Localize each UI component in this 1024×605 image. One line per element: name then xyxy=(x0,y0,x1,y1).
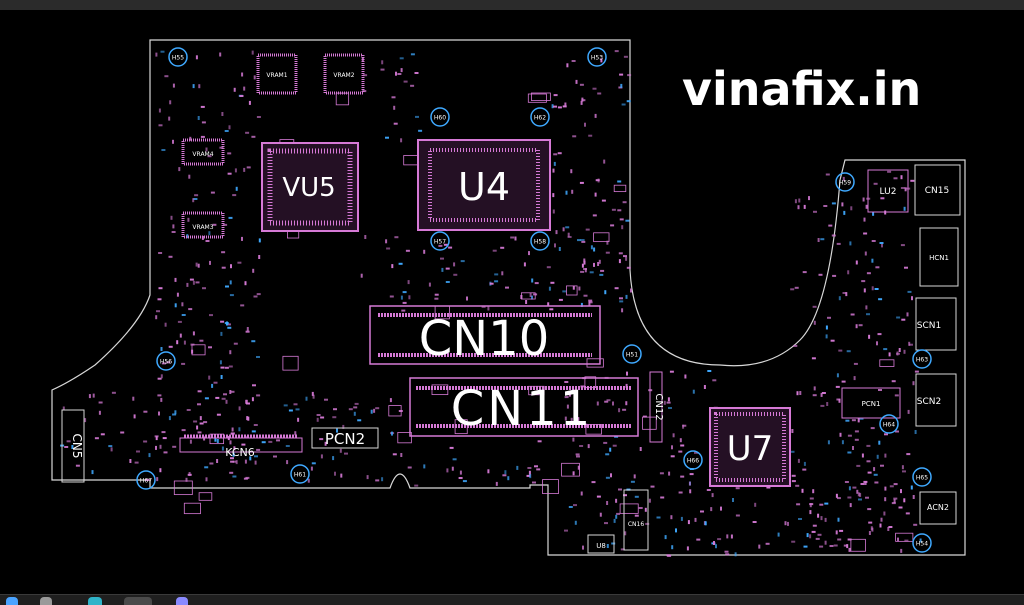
chrome-icon[interactable] xyxy=(124,597,152,605)
watermark: vinafix.in xyxy=(682,62,922,116)
mounting-hole-label: H56 xyxy=(160,359,172,366)
mounting-hole-h62[interactable] xyxy=(530,107,550,127)
title-bar xyxy=(0,0,1024,10)
connector-scn2[interactable]: SCN2 xyxy=(915,373,957,427)
mounting-hole-h67[interactable] xyxy=(136,470,156,490)
vram-1[interactable]: VRAM1 xyxy=(256,53,298,95)
search-icon[interactable] xyxy=(40,597,52,605)
cpu-u4[interactable]: U4 xyxy=(417,139,551,231)
chip-u7[interactable]: U7 xyxy=(709,407,791,487)
connector-cn10[interactable]: CN10 xyxy=(369,305,601,367)
start-icon[interactable] xyxy=(6,597,18,605)
svg-text:HCN1: HCN1 xyxy=(929,254,949,262)
connector-cn11[interactable]: CN11 xyxy=(409,377,639,437)
mounting-hole-h53[interactable] xyxy=(587,47,607,67)
mounting-hole-h56[interactable] xyxy=(156,351,176,371)
svg-text:LU2: LU2 xyxy=(880,187,897,197)
mounting-hole-label: H66 xyxy=(687,458,699,465)
vram-2[interactable]: VRAM2 xyxy=(323,53,365,95)
u7-label: U7 xyxy=(727,429,774,469)
vu5-label: VU5 xyxy=(282,173,335,203)
connector-pcn2[interactable]: PCN2 xyxy=(311,427,379,449)
mounting-hole-h57[interactable] xyxy=(430,231,450,251)
board-outline xyxy=(51,39,966,556)
connector-cn12[interactable]: CN12 xyxy=(649,371,664,443)
mounting-hole-h61[interactable] xyxy=(290,464,310,484)
connector-cn16[interactable]: CN16 xyxy=(623,489,649,551)
mounting-hole-label: H65 xyxy=(916,475,928,482)
mounting-hole-label: H60 xyxy=(434,115,446,122)
svg-text:VRAM2: VRAM2 xyxy=(333,72,354,79)
svg-text:VRAM3: VRAM3 xyxy=(192,224,213,231)
connector-pcn1[interactable]: PCN1 xyxy=(841,387,901,419)
svg-text:PCN1: PCN1 xyxy=(862,400,881,408)
mounting-hole-label: H64 xyxy=(883,422,895,429)
svg-text:SCN1: SCN1 xyxy=(917,321,941,331)
mounting-hole-label: H61 xyxy=(294,472,306,479)
mounting-hole-h59[interactable] xyxy=(835,172,855,192)
vram-4[interactable]: VRAM4 xyxy=(181,138,225,166)
svg-text:PCN2: PCN2 xyxy=(325,430,365,448)
mounting-hole-label: H57 xyxy=(434,239,446,246)
mounting-hole-h65[interactable] xyxy=(912,467,932,487)
mounting-hole-h51[interactable] xyxy=(622,344,642,364)
vram-3[interactable]: VRAM3 xyxy=(181,211,225,239)
mounting-hole-label: H53 xyxy=(591,55,603,62)
svg-text:CN5: CN5 xyxy=(70,434,84,459)
connector-cn5[interactable]: CN5 xyxy=(61,409,85,483)
mounting-hole-label: H58 xyxy=(534,239,546,246)
mounting-hole-label: H51 xyxy=(626,352,638,359)
boardview-canvas[interactable]: U4 VU5 VRAM1 VRAM2 VRAM4 VRAM3 CN10 CN11 xyxy=(0,10,1024,594)
svg-text:ACN2: ACN2 xyxy=(927,503,949,512)
mounting-hole-label: H59 xyxy=(839,180,851,187)
svg-text:KCN6: KCN6 xyxy=(225,446,255,459)
component-field xyxy=(60,50,922,557)
mounting-hole-h64[interactable] xyxy=(879,414,899,434)
connector-cn15[interactable]: CN15 xyxy=(914,164,961,216)
u4-label: U4 xyxy=(458,165,510,209)
connector-acn2[interactable]: ACN2 xyxy=(919,491,957,525)
mounting-hole-h66[interactable] xyxy=(683,450,703,470)
mounting-hole-h63[interactable] xyxy=(912,349,932,369)
mounting-hole-label: H54 xyxy=(916,541,928,548)
taskbar xyxy=(0,594,1024,605)
svg-text:U8: U8 xyxy=(596,542,606,550)
connector-kcn6[interactable]: KCN6 xyxy=(179,434,303,459)
svg-text:VRAM4: VRAM4 xyxy=(192,151,213,158)
connector-scn1[interactable]: SCN1 xyxy=(915,297,957,351)
gpu-vu5[interactable]: VU5 xyxy=(261,142,359,232)
pcb-board[interactable]: U4 VU5 VRAM1 VRAM2 VRAM4 VRAM3 CN10 CN11 xyxy=(0,10,1024,594)
mounting-hole-label: H63 xyxy=(916,357,928,364)
svg-text:CN12: CN12 xyxy=(653,393,664,420)
mounting-hole-h55[interactable] xyxy=(168,47,188,67)
mounting-hole-label: H67 xyxy=(140,478,152,485)
cn11-label: CN11 xyxy=(451,381,594,437)
mounting-hole-h54[interactable] xyxy=(912,533,932,553)
mounting-hole-h58[interactable] xyxy=(530,231,550,251)
connector-hcn1[interactable]: HCN1 xyxy=(919,227,959,287)
cn10-label: CN10 xyxy=(419,311,550,367)
svg-text:CN16: CN16 xyxy=(628,521,644,528)
mounting-hole-label: H55 xyxy=(172,55,184,62)
chip-u8[interactable]: U8 xyxy=(587,534,615,554)
app-icon[interactable] xyxy=(176,597,188,605)
mounting-hole-h60[interactable] xyxy=(430,107,450,127)
inductor-lu2[interactable]: LU2 xyxy=(867,169,909,213)
browser-icon[interactable] xyxy=(88,597,102,605)
svg-text:SCN2: SCN2 xyxy=(917,397,941,407)
mounting-hole-label: H62 xyxy=(534,115,546,122)
svg-text:VRAM1: VRAM1 xyxy=(266,72,287,79)
svg-text:CN15: CN15 xyxy=(925,186,949,196)
